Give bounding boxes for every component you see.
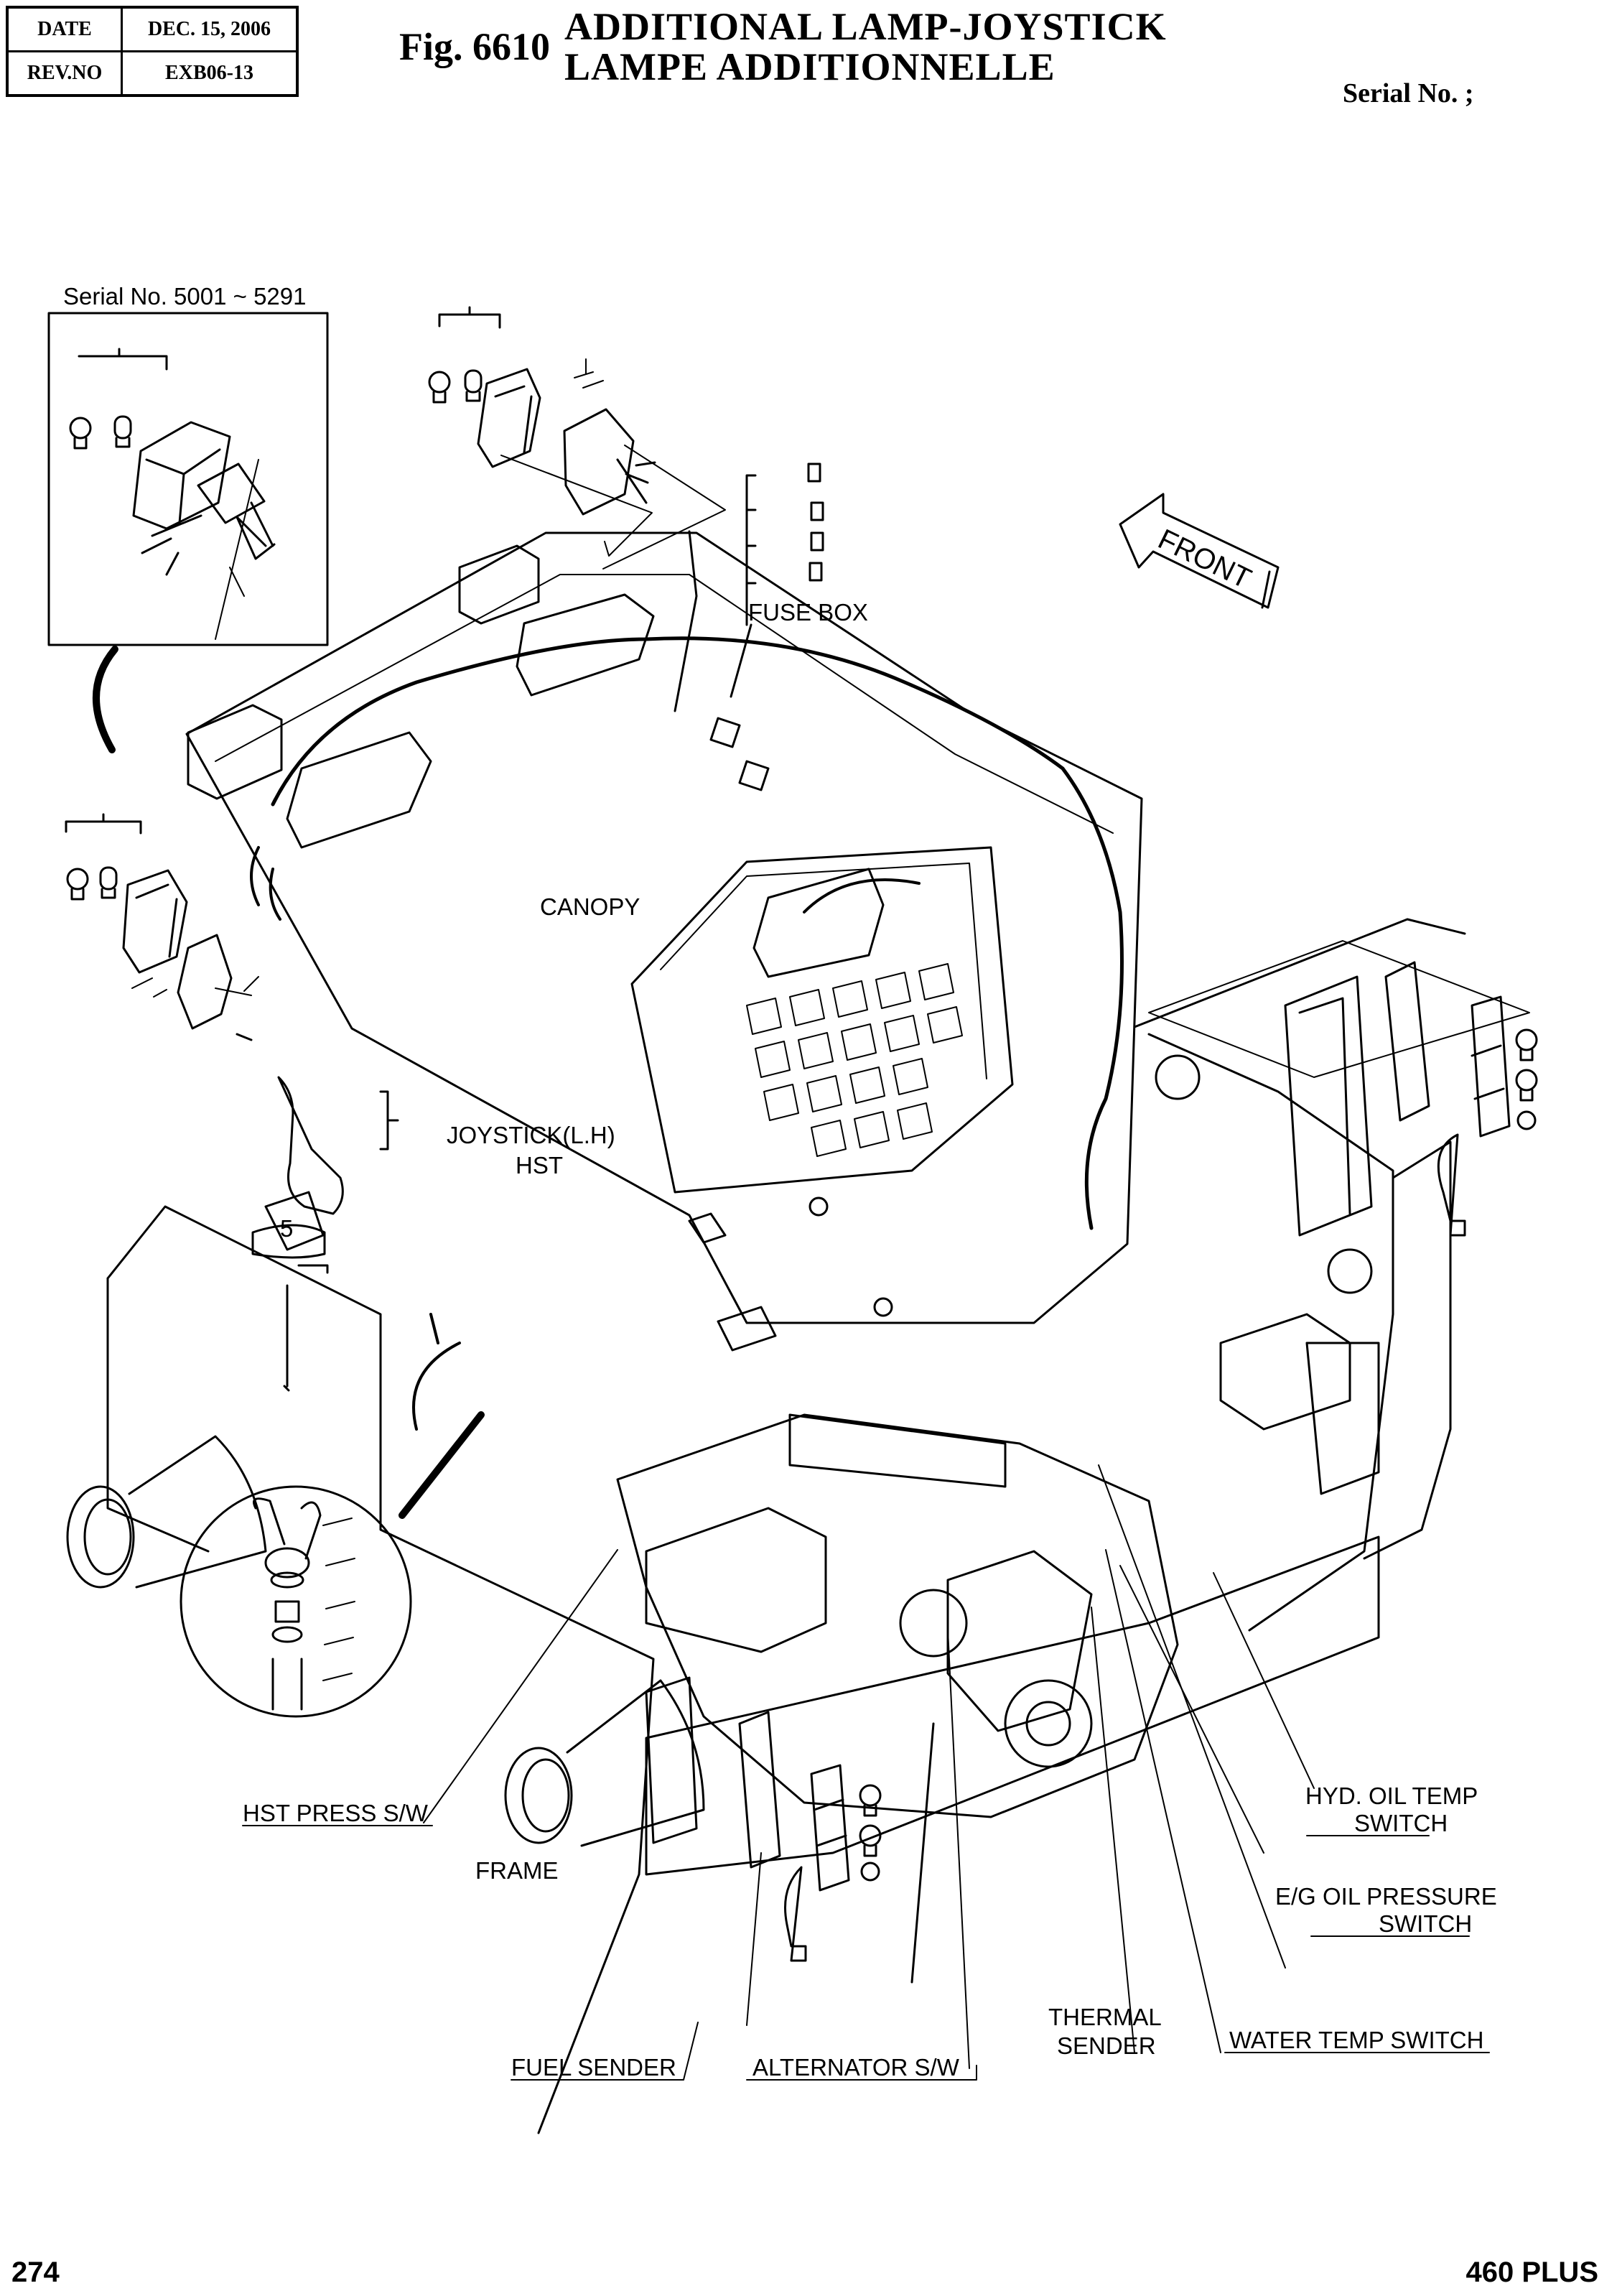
- joystick: [251, 1076, 399, 1392]
- bulb-icon: [464, 369, 483, 402]
- eg-oil-pressure-label-line2: SWITCH: [1379, 1910, 1472, 1937]
- alternator-sw-label: ALTERNATOR S/W: [752, 2054, 960, 2081]
- fuel-sender-label: FUEL SENDER: [511, 2054, 676, 2081]
- canopy-grille: [746, 963, 963, 1157]
- serial-number-label: Serial No. ;: [1343, 78, 1474, 108]
- callout-leaders: [423, 1464, 1315, 2069]
- bulb-icon: [66, 868, 89, 901]
- fuse-box: [730, 463, 824, 698]
- lamp-housing: [132, 421, 231, 530]
- upper-lamp-detail: [428, 306, 726, 570]
- thermal-sender-label-line2: SENDER: [1057, 2032, 1156, 2059]
- hst-press-sw-label: HST PRESS S/W: [243, 1800, 429, 1826]
- title-french: LAMPE ADDITIONNELLE: [564, 45, 1056, 88]
- figure-number: Fig. 6610: [399, 25, 550, 68]
- front-label: FRONT: [1153, 524, 1256, 595]
- joystick-label-line1: JOYSTICK(L.H): [447, 1122, 615, 1148]
- bulb-icon: [1516, 1110, 1537, 1130]
- frame-label: FRAME: [475, 1857, 559, 1884]
- eg-oil-pressure-label-line1: E/G OIL PRESSURE: [1275, 1883, 1497, 1910]
- hyd-oil-temp-label-line1: HYD. OIL TEMP: [1305, 1783, 1478, 1809]
- thermal-sender-label-line1: THERMAL: [1048, 2004, 1162, 2030]
- hyd-oil-temp-label-line2: SWITCH: [1354, 1810, 1448, 1836]
- bulb-icon: [1515, 1028, 1538, 1061]
- hst-press-zoom-detail: [180, 1313, 485, 1718]
- part-number-5: 5: [280, 1215, 293, 1242]
- label-underlines: [511, 2022, 977, 2081]
- title-english: ADDITIONAL LAMP-JOYSTICK: [564, 5, 1167, 48]
- date-value: DEC. 15, 2006: [121, 6, 299, 52]
- inset-serial-label: Serial No. 5001 ~ 5291: [63, 283, 307, 310]
- inset-lamp-detail: [47, 312, 329, 646]
- bulb-icon: [1515, 1069, 1538, 1102]
- front-direction-arrow: [1119, 493, 1280, 609]
- right-lamp-detail: [1148, 940, 1538, 1237]
- inset-leader: [92, 646, 118, 753]
- canopy-label: CANOPY: [540, 893, 640, 920]
- page-number: 274: [11, 2257, 60, 2288]
- bulb-icon: [69, 417, 92, 450]
- revision-table: DATE DEC. 15, 2006 REV.NO EXB06-13: [6, 6, 299, 97]
- left-lamp-detail: [65, 813, 259, 1041]
- bulb-icon: [428, 371, 451, 404]
- bulb-icon: [860, 1862, 880, 1882]
- bulb-icon: [859, 1824, 882, 1857]
- fuse-box-label: FUSE BOX: [748, 599, 868, 626]
- bulb-icon: [113, 415, 132, 448]
- model-name: 460 PLUS: [1465, 2257, 1598, 2288]
- joystick-label-line2: HST: [516, 1152, 563, 1179]
- water-temp-switch-label: WATER TEMP SWITCH: [1229, 2027, 1483, 2053]
- bulb-icon: [859, 1784, 882, 1817]
- lamp-bracket: [197, 463, 266, 524]
- machine-frame: [66, 918, 1466, 2134]
- rev-label: REV.NO: [6, 50, 123, 97]
- date-label: DATE: [6, 6, 123, 52]
- label-underlines-right: [242, 1825, 1490, 2053]
- canopy-frame: [185, 530, 1143, 1324]
- bulb-icon: [99, 866, 118, 899]
- lower-lamp-detail: [645, 1676, 882, 1962]
- rev-value: EXB06-13: [121, 50, 299, 97]
